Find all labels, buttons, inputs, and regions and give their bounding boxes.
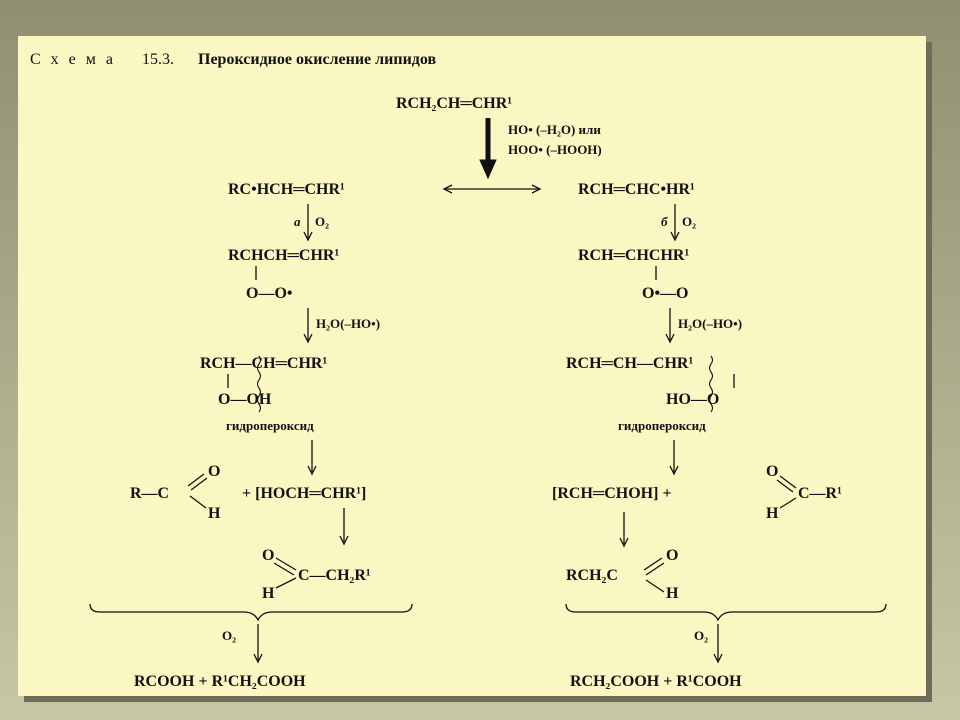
left-aldehyde-co-bond-2 — [273, 562, 295, 576]
substrate-formula: RCH₂CH═CHR¹ — [396, 95, 512, 112]
right-step-label: б — [661, 214, 668, 229]
left-brace — [89, 603, 413, 622]
left-cleavage-o: O — [208, 463, 220, 480]
right-cleavage-arrow-head — [669, 465, 679, 476]
left-aldehyde-main: C—CH₂R¹ — [298, 567, 371, 584]
right-cleavage-co-bond — [779, 475, 797, 489]
reagents-line-2: HOO• (–HOOH) — [508, 142, 602, 157]
reagents-line-1: HO• (–H₂O) или — [508, 122, 601, 137]
right-cleavage-co-bond-2 — [776, 479, 794, 493]
right-hydroperoxide-bottom: HO—O — [666, 391, 719, 408]
resonance-arrow-head-left — [442, 184, 453, 194]
left-aldehyde-ch-bond — [275, 577, 297, 589]
left-aldehyde-o: O — [262, 547, 274, 564]
right-aldehyde-arrow-head — [619, 537, 629, 548]
slide: С х е м а 15.3. Пероксидное окисление ли… — [18, 36, 926, 696]
right-cleavage-o: O — [766, 463, 778, 480]
right-cleavage-right: C—R¹ — [798, 485, 842, 502]
right-aldehyde-ch-bond — [645, 579, 665, 593]
right-aldehyde-o: O — [666, 547, 678, 564]
left-cleavage-co-bond-2 — [190, 477, 208, 491]
right-products: RCH₂COOH + R¹COOH — [570, 673, 742, 690]
left-hydroperoxide-bottom: O—OH — [218, 391, 272, 408]
right-hydroperoxide-label: гидропероксид — [618, 418, 706, 433]
right-o2-final: O₂ — [694, 628, 708, 643]
left-cleavage-ch-bond — [189, 495, 207, 509]
right-brace — [565, 603, 887, 622]
left-hydroperoxide-top: RCH—CH═CHR¹ — [200, 355, 327, 372]
right-cleavage-wavy — [708, 355, 714, 413]
left-h-arrow-head — [303, 333, 313, 344]
lipid-peroxidation-scheme: С х е м а 15.3. Пероксидное окисление ли… — [30, 51, 887, 690]
left-aldehyde-co-bond — [275, 557, 297, 571]
right-step-reagent: O₂ — [682, 214, 696, 229]
left-cleavage-wavy — [256, 355, 262, 413]
left-step-label: а — [294, 214, 301, 229]
right-hydroperoxide-top: RCH═CH—CHR¹ — [566, 355, 693, 372]
right-radical: RCH═CHC•HR¹ — [578, 181, 695, 198]
right-h-reagent: H₂O(–HO•) — [678, 316, 742, 331]
right-peroxyl-bottom: O•—O — [642, 285, 689, 302]
left-aldehyde-arrow-head — [339, 535, 349, 546]
left-peroxyl-top: RCHCH═CHR¹ — [228, 247, 339, 264]
left-cleavage-co-bond — [187, 473, 205, 487]
left-cleavage-right: + [HOCH═CHR¹] — [242, 485, 366, 502]
left-cleavage-left: R—C — [130, 485, 169, 502]
caption-number: 15.3. — [142, 51, 174, 68]
right-aldehyde-main: RCH₂C — [566, 567, 618, 584]
caption-prefix: С х е м а — [30, 51, 116, 68]
left-cleavage-h: H — [208, 505, 221, 522]
left-peroxyl-bottom: O—O• — [246, 285, 293, 302]
right-cleavage-h: H — [766, 505, 779, 522]
left-hydroperoxide-label: гидропероксид — [226, 418, 314, 433]
main-arrow-head — [479, 159, 497, 180]
right-aldehyde-co-bond-2 — [645, 562, 665, 576]
left-radical: RC•HCH═CHR¹ — [228, 181, 345, 198]
right-peroxyl-top: RCH═CHCHR¹ — [578, 247, 689, 264]
left-aldehyde-h: H — [262, 585, 275, 602]
left-products: RCOOH + R¹CH₂COOH — [134, 673, 306, 690]
right-aldehyde-co-bond — [643, 557, 663, 571]
left-o2-final-arrow-head — [253, 653, 263, 664]
right-o2-arrow-head — [670, 231, 680, 242]
left-o2-arrow-head — [303, 231, 313, 242]
left-o2-final: O₂ — [222, 628, 236, 643]
left-h-reagent: H₂O(–HO•) — [316, 316, 380, 331]
left-step-reagent: O₂ — [315, 214, 329, 229]
caption-title: Пероксидное окисление липидов — [198, 51, 436, 68]
right-cleavage-ch-bond — [779, 497, 797, 509]
left-cleavage-arrow-head — [307, 465, 317, 476]
right-o2-final-arrow-head — [713, 653, 723, 664]
right-aldehyde-h: H — [666, 585, 679, 602]
resonance-arrow-head-right — [531, 184, 542, 194]
right-h-arrow-head — [665, 333, 675, 344]
right-cleavage-left: [RCH═CHOH] + — [552, 485, 672, 502]
